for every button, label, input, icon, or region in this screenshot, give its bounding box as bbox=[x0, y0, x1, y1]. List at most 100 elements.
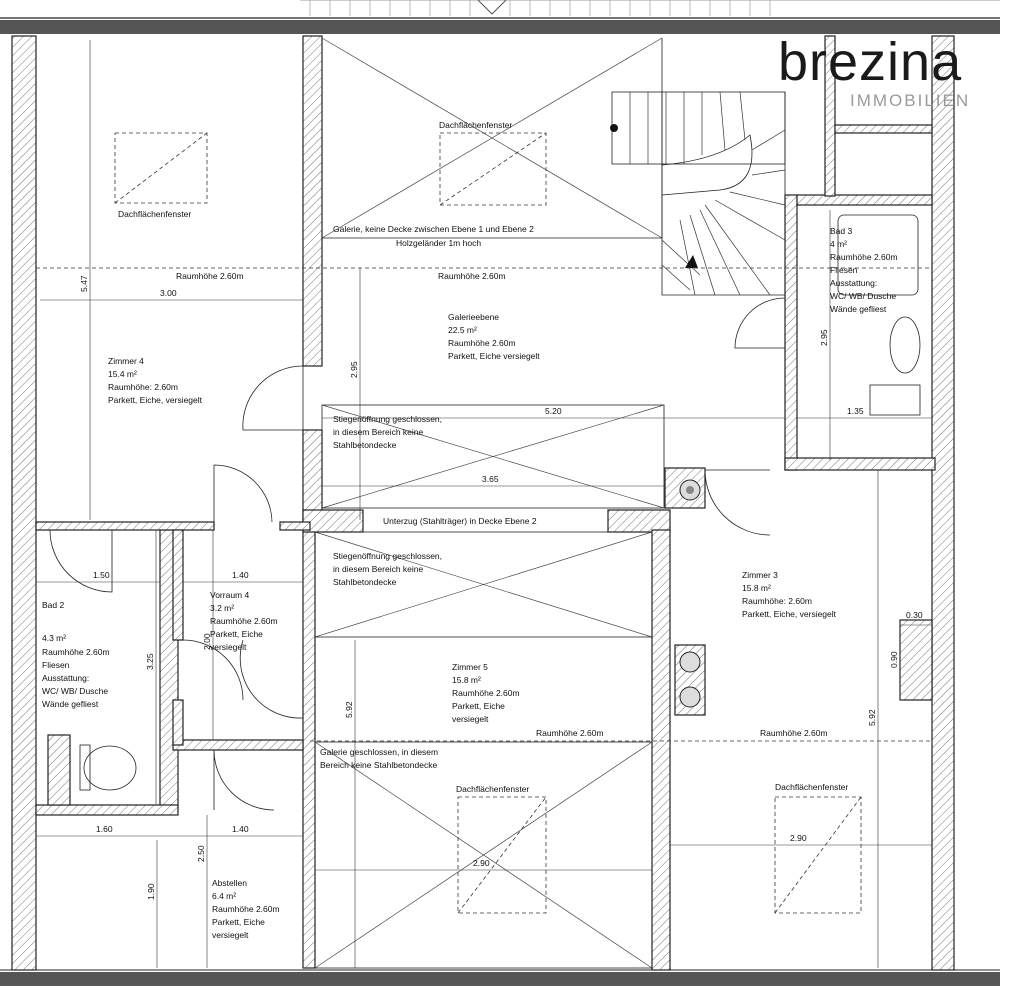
room-floor: Fliesen bbox=[830, 265, 858, 275]
svg-text:1.90: 1.90 bbox=[146, 883, 156, 900]
room-name: Zimmer 4 bbox=[108, 356, 144, 366]
room-floor: Parkett, Eiche versiegelt bbox=[448, 351, 540, 361]
room-area: 3.2 m² bbox=[210, 603, 234, 613]
room-area: 15.8 m² bbox=[452, 675, 481, 685]
room-area: 4.3 m² bbox=[42, 633, 66, 643]
svg-text:in diesem Bereich keine: in diesem Bereich keine bbox=[333, 564, 424, 574]
room-name: Vorraum 4 bbox=[210, 590, 249, 600]
svg-text:5.92: 5.92 bbox=[344, 701, 354, 718]
svg-text:in diesem Bereich keine: in diesem Bereich keine bbox=[333, 427, 424, 437]
room-walls: Wände gefliest bbox=[42, 699, 99, 709]
room-walls: Wände gefliest bbox=[830, 304, 887, 314]
note-stiegen-2: Stiegenöffnung geschlossen, in diesem Be… bbox=[333, 551, 442, 587]
room-abstellen: Abstellen 6.4 m² Raumhöhe 2.60m Parkett,… bbox=[212, 878, 280, 940]
room-name: Galerieebene bbox=[448, 312, 499, 322]
skylights bbox=[114, 132, 862, 914]
room-floor: Parkett, Eiche bbox=[452, 701, 505, 711]
svg-text:3.00: 3.00 bbox=[160, 288, 177, 298]
room-height: Raumhöhe 2.60m bbox=[830, 252, 898, 262]
room-galerieebene: Galerieebene 22.5 m² Raumhöhe 2.60m Park… bbox=[448, 312, 540, 361]
room-floor: Parkett, Eiche, versiegelt bbox=[108, 395, 203, 405]
note-galerie-top: Galerie, keine Decke zwischen Ebene 1 un… bbox=[333, 224, 534, 248]
room-equip: Ausstattung: bbox=[830, 278, 877, 288]
svg-text:3.25: 3.25 bbox=[145, 653, 155, 670]
svg-text:Stiegenöffnung geschlossen,: Stiegenöffnung geschlossen, bbox=[333, 414, 442, 424]
interior-walls bbox=[35, 35, 936, 971]
svg-text:5.20: 5.20 bbox=[545, 406, 562, 416]
room-area: 4 m² bbox=[830, 239, 847, 249]
galerie-bottom-cross bbox=[314, 741, 653, 969]
room-floor-2: versiegelt bbox=[212, 930, 249, 940]
room-floor: Fliesen bbox=[42, 660, 70, 670]
svg-text:Stiegenöffnung geschlossen,: Stiegenöffnung geschlossen, bbox=[333, 551, 442, 561]
room-floor: Parkett, Eiche, versiegelt bbox=[742, 609, 837, 619]
room-height: Raumhöhe 2.60m bbox=[210, 616, 278, 626]
room-name: Zimmer 3 bbox=[742, 570, 778, 580]
svg-text:Galerie geschlossen, in diesem: Galerie geschlossen, in diesem bbox=[320, 747, 438, 757]
svg-text:1.60: 1.60 bbox=[96, 824, 113, 834]
bath-fixtures bbox=[79, 214, 921, 791]
svg-text:3.65: 3.65 bbox=[482, 474, 499, 484]
note-stiegen-1: Stiegenöffnung geschlossen, in diesem Be… bbox=[333, 414, 442, 450]
svg-text:2.50: 2.50 bbox=[196, 845, 206, 862]
svg-text:Stahlbetondecke: Stahlbetondecke bbox=[333, 440, 397, 450]
svg-text:2.95: 2.95 bbox=[349, 361, 359, 378]
room-height: Raumhöhe 2.60m bbox=[42, 647, 110, 657]
room-floor: Parkett, Eiche bbox=[210, 629, 263, 639]
room-area: 6.4 m² bbox=[212, 891, 236, 901]
svg-text:2.90: 2.90 bbox=[790, 833, 807, 843]
svg-text:2.90: 2.90 bbox=[473, 858, 490, 868]
svg-text:5.92: 5.92 bbox=[867, 709, 877, 726]
room-equip-list: WC/ WB/ Dusche bbox=[42, 686, 108, 696]
room-name: Bad 2 bbox=[42, 600, 64, 610]
roof-edge bbox=[0, 0, 1000, 34]
note-galerie-bottom: Galerie geschlossen, in diesem Bereich k… bbox=[320, 747, 438, 770]
note-unterzug: Unterzug (Stahlträger) in Decke Ebene 2 bbox=[383, 516, 537, 526]
svg-text:1.40: 1.40 bbox=[232, 570, 249, 580]
room-floor: Parkett, Eiche bbox=[212, 917, 265, 927]
stiegen-opening-2 bbox=[314, 531, 653, 638]
room-height: Raumhöhe: 2.60m bbox=[108, 382, 178, 392]
svg-text:Holzgeländer 1m hoch: Holzgeländer 1m hoch bbox=[396, 238, 481, 248]
skylight-label: Dachflächenfenster bbox=[775, 782, 848, 792]
room-height: Raumhöhe 2.60m bbox=[212, 904, 280, 914]
svg-text:2.00: 2.00 bbox=[202, 633, 212, 650]
room-zimmer5: Zimmer 5 15.8 m² Raumhöhe 2.60m Parkett,… bbox=[452, 662, 520, 724]
room-name: Zimmer 5 bbox=[452, 662, 488, 672]
brezina-logo: brezina IMMOBILIEN bbox=[778, 32, 970, 110]
staircase bbox=[610, 91, 786, 296]
room-vorraum4: Vorraum 4 3.2 m² Raumhöhe 2.60m Parkett,… bbox=[210, 590, 278, 652]
raumhoehe-label: Raumhöhe 2.60m bbox=[438, 271, 506, 281]
raumhoehe-label: Raumhöhe 2.60m bbox=[760, 728, 828, 738]
room-area: 15.4 m² bbox=[108, 369, 137, 379]
room-zimmer3: Zimmer 3 15.8 m² Raumhöhe: 2.60m Parkett… bbox=[742, 570, 837, 619]
room-equip-list: WC/ WB/ Dusche bbox=[830, 291, 896, 301]
stiegen-opening-1 bbox=[321, 404, 665, 509]
room-floor-2: versiegelt bbox=[210, 642, 247, 652]
room-equip: Ausstattung: bbox=[42, 673, 89, 683]
room-bad3: Bad 3 4 m² Raumhöhe 2.60m Fliesen Aussta… bbox=[830, 226, 898, 314]
svg-text:0.90: 0.90 bbox=[889, 651, 899, 668]
room-bad2: Bad 2 4.3 m² Raumhöhe 2.60m Fliesen Auss… bbox=[42, 600, 110, 709]
dimension-labels: 5.47 3.00 2.95 5.20 2.95 1.35 3.65 1.50 … bbox=[79, 275, 923, 900]
svg-text:1.40: 1.40 bbox=[232, 824, 249, 834]
doors bbox=[49, 297, 786, 811]
logo-sub: IMMOBILIEN bbox=[850, 91, 970, 110]
svg-text:Bereich keine Stahlbetondecke: Bereich keine Stahlbetondecke bbox=[320, 760, 437, 770]
room-name: Abstellen bbox=[212, 878, 247, 888]
svg-text:0.30: 0.30 bbox=[906, 610, 923, 620]
outer-walls bbox=[11, 35, 955, 971]
room-zimmer4: Zimmer 4 15.4 m² Raumhöhe: 2.60m Parkett… bbox=[108, 356, 203, 405]
room-name: Bad 3 bbox=[830, 226, 852, 236]
raumhoehe-label: Raumhöhe 2.60m bbox=[176, 271, 244, 281]
svg-text:1.35: 1.35 bbox=[847, 406, 864, 416]
galerie-top-cross bbox=[321, 37, 663, 239]
svg-text:5.47: 5.47 bbox=[79, 275, 89, 292]
room-height: Raumhöhe 2.60m bbox=[448, 338, 516, 348]
room-height: Raumhöhe 2.60m bbox=[452, 688, 520, 698]
svg-text:1.50: 1.50 bbox=[93, 570, 110, 580]
svg-text:Galerie, keine Decke zwischen: Galerie, keine Decke zwischen Ebene 1 un… bbox=[333, 224, 534, 234]
shafts bbox=[674, 479, 706, 716]
raumhoehe-label: Raumhöhe 2.60m bbox=[536, 728, 604, 738]
